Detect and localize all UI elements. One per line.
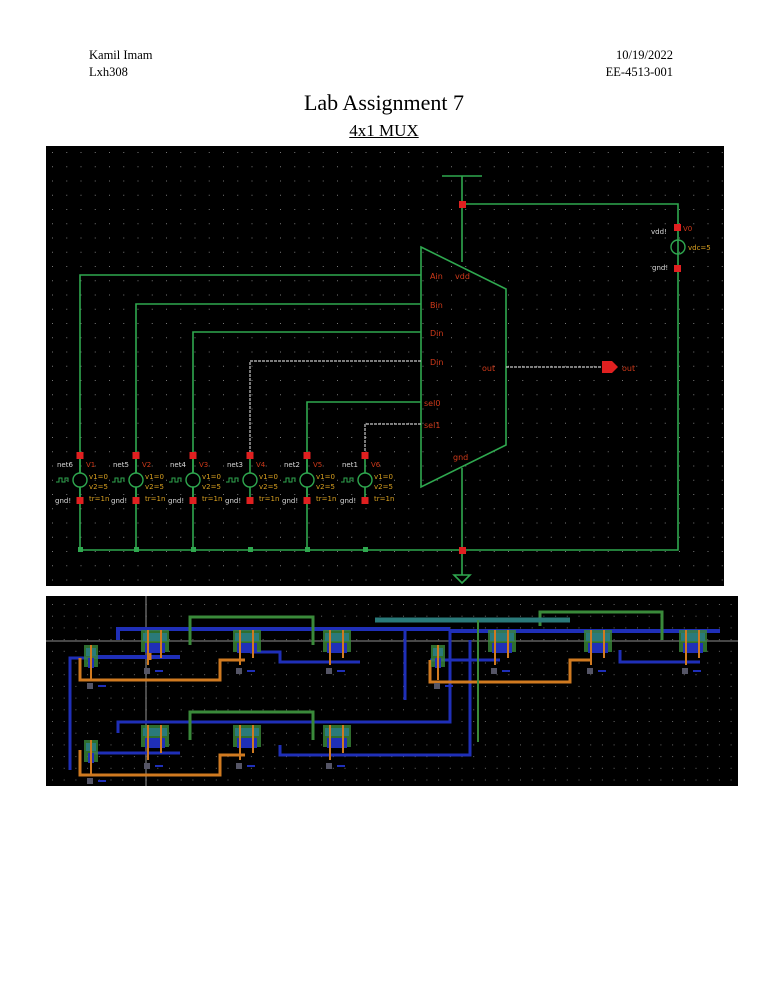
layout-cell xyxy=(323,630,351,674)
layout-cell xyxy=(431,645,453,689)
source-net: net4 xyxy=(170,461,186,469)
source-gnd: gnd! xyxy=(282,497,298,505)
pulse-icon xyxy=(341,477,354,483)
svg-text:gnd!: gnd! xyxy=(652,264,668,272)
page-title: Lab Assignment 7 xyxy=(303,90,465,115)
source-net: net5 xyxy=(113,461,129,469)
source-tr: tr=1n xyxy=(89,495,109,503)
layout-cell xyxy=(323,725,351,769)
pulse-source-V4: net3 V4 v1=0 v2=5 tr=1n gnd! xyxy=(225,452,279,552)
source-v1: v1=0 xyxy=(145,473,164,481)
pin-sel1: sel1 xyxy=(424,421,440,430)
source-net: net2 xyxy=(284,461,300,469)
source-name: V5 xyxy=(313,461,322,469)
pulse-source-V5: net2 V5 v1=0 v2=5 tr=1n gnd! xyxy=(282,452,336,552)
schematic-image: out Ain vdd Bin Din Din out sel0 sel1 gn… xyxy=(46,146,724,586)
page-subtitle: 4x1 MUX xyxy=(349,121,419,140)
source-tr: tr=1n xyxy=(374,495,394,503)
out-pin-icon xyxy=(602,361,618,373)
pin-out: out xyxy=(482,364,495,373)
source-v1: v1=0 xyxy=(89,473,108,481)
source-name: V4 xyxy=(256,461,266,469)
svg-text:vdc=5: vdc=5 xyxy=(688,244,711,252)
layout-cell xyxy=(584,630,612,674)
svg-text:V0: V0 xyxy=(683,225,692,233)
source-name: V3 xyxy=(199,461,208,469)
pin-vdd: vdd xyxy=(455,272,470,281)
source-name: V2 xyxy=(142,461,151,469)
source-tr: tr=1n xyxy=(145,495,165,503)
mux-symbol xyxy=(420,245,507,489)
source-net: net3 xyxy=(227,461,243,469)
layout-cell xyxy=(679,630,707,674)
layout-cell xyxy=(84,740,106,784)
source-v2: v2=5 xyxy=(202,483,221,491)
source-tr: tr=1n xyxy=(316,495,336,503)
source-net: net1 xyxy=(342,461,358,469)
source-gnd: gnd! xyxy=(111,497,127,505)
pin-cin: Din xyxy=(430,329,443,338)
out-pin-label: out xyxy=(622,364,635,373)
pin-sel0: sel0 xyxy=(424,399,440,408)
svg-text:vdd!: vdd! xyxy=(651,228,667,236)
source-v2: v2=5 xyxy=(374,483,393,491)
layout-cell xyxy=(488,630,516,674)
source-gnd: gnd! xyxy=(168,497,184,505)
layout-cell xyxy=(233,630,261,674)
source-v2: v2=5 xyxy=(145,483,164,491)
layout-cell xyxy=(84,645,106,689)
pulse-icon xyxy=(56,477,69,483)
grid-dots xyxy=(52,152,723,581)
pin-bin: Bin xyxy=(430,301,443,310)
source-v2: v2=5 xyxy=(259,483,278,491)
pulse-icon xyxy=(283,477,296,483)
layout-cell xyxy=(141,630,169,674)
source-tr: tr=1n xyxy=(259,495,279,503)
layout-cell xyxy=(141,725,169,769)
pulse-source-V1: net6 V1 v1=0 v2=5 tr=1n gnd! xyxy=(55,452,109,552)
source-v2: v2=5 xyxy=(316,483,335,491)
source-net: net6 xyxy=(57,461,73,469)
pin-din: Din xyxy=(430,358,443,367)
source-name: V6 xyxy=(371,461,381,469)
pin-ain: Ain xyxy=(430,272,443,281)
pulse-source-V6: net1 V6 v1=0 v2=5 tr=1n gnd! xyxy=(340,452,394,552)
pulse-icon xyxy=(112,477,125,483)
supply-source: vdd! V0 vdc=5 gnd! xyxy=(651,224,711,272)
pulse-icon xyxy=(169,477,182,483)
source-name: V1 xyxy=(86,461,95,469)
source-v1: v1=0 xyxy=(374,473,393,481)
layout-image xyxy=(46,596,738,786)
source-gnd: gnd! xyxy=(225,497,241,505)
author-name: Kamil Imam xyxy=(89,48,153,62)
source-v2: v2=5 xyxy=(89,483,108,491)
source-v1: v1=0 xyxy=(259,473,278,481)
layout-cell xyxy=(233,725,261,769)
source-v1: v1=0 xyxy=(316,473,335,481)
source-v1: v1=0 xyxy=(202,473,221,481)
source-gnd: gnd! xyxy=(340,497,356,505)
pulse-icon xyxy=(226,477,239,483)
ground-icon xyxy=(452,574,472,585)
pin-gnd: gnd xyxy=(453,453,468,462)
date: 10/19/2022 xyxy=(616,48,673,62)
course-code: EE-4513-001 xyxy=(605,65,673,79)
source-tr: tr=1n xyxy=(202,495,222,503)
student-id: Lxh308 xyxy=(89,65,128,79)
pulse-source-V2: net5 V2 v1=0 v2=5 tr=1n gnd! xyxy=(111,452,165,552)
pulse-source-V3: net4 V3 v1=0 v2=5 tr=1n gnd! xyxy=(168,452,222,552)
source-gnd: gnd! xyxy=(55,497,71,505)
